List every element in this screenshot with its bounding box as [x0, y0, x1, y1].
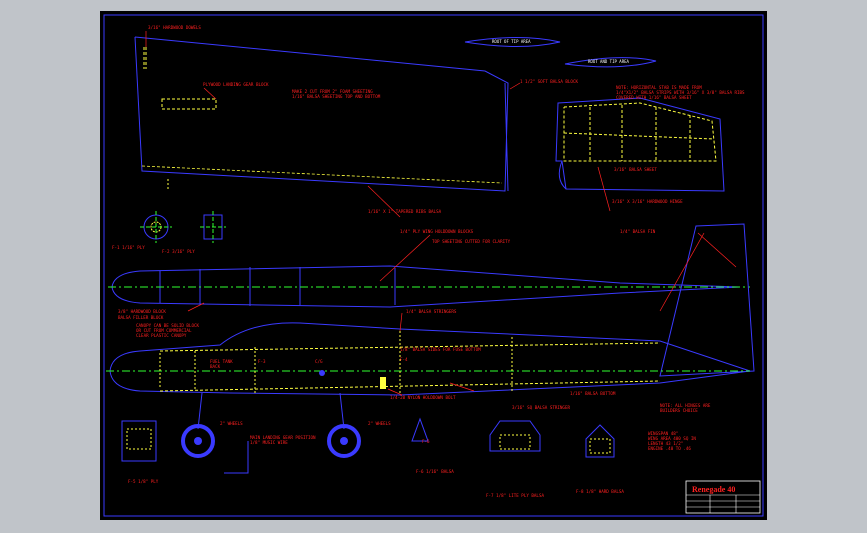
- label-tip-section: ROOT AND TIP AREA: [588, 59, 630, 64]
- label-f8: F-8 1/8" HARD BALSA: [576, 489, 624, 494]
- fuselage-top-view: [108, 265, 750, 308]
- former-row: [121, 417, 615, 462]
- label-root-section: ROOT OF TIP AREA: [492, 39, 531, 44]
- label-sides: 1/8" BALSA SIDES FOR FUSE BOTTOM: [400, 347, 481, 352]
- root-airfoil: [464, 37, 561, 47]
- label-fin: 1/4" BALSA FIN: [620, 229, 656, 234]
- label-hold-blocks: 1/4" PLY WING HOLDDOWN BLOCKS: [400, 229, 474, 234]
- label-f4: F-4: [400, 357, 408, 362]
- drawing-sheet: 3/16" HARDWOOD DOWELS PLYWOOD LANDING GE…: [100, 11, 767, 520]
- title-block-name: Renegade 40: [692, 485, 735, 494]
- label-hardwood-block: 3/8" HARDWOOD BLOCK: [118, 309, 166, 314]
- wing-plan-view: [134, 36, 509, 192]
- sheet-border: [103, 14, 764, 517]
- tip-airfoil: [564, 57, 657, 68]
- label-f5: F-5 1/8" PLY: [128, 479, 159, 484]
- stab-plan-view: [555, 97, 725, 192]
- label-balsa-block: 1 1/2" SOFT BALSA BLOCK: [520, 79, 578, 84]
- label-f1: F-1 1/16" PLY: [112, 245, 145, 250]
- label-f6: F-6 1/16" BALSA: [416, 469, 454, 474]
- label-stab-le: 3/16" BALSA SHEET: [614, 167, 657, 172]
- vertical-fin: [659, 223, 755, 377]
- label-bottom: 1/16" BALSA BOTTOM: [570, 391, 616, 396]
- title-block: Renegade 40: [685, 480, 761, 514]
- fuselage-side-view: [106, 322, 751, 396]
- label-f7: F-7 1/8" LITE PLY BALSA: [486, 493, 544, 498]
- label-wheel2: 2" WHEELS: [368, 421, 391, 426]
- label-f2: F-2 3/16" PLY: [162, 249, 195, 254]
- label-filler: BALSA FILLER BLOCK: [118, 315, 164, 320]
- label-f3: F-3: [258, 359, 266, 364]
- label-wheel: 2" WHEELS: [220, 421, 243, 426]
- leader-lines: [145, 31, 737, 396]
- label-wing-slot: PLYWOOD LANDING GEAR BLOCK: [203, 82, 269, 87]
- former-detail-views: [140, 211, 226, 243]
- label-top-sheeting: TOP SHEETING CUTTED FOR CLARITY: [432, 239, 511, 244]
- cad-drawing: 3/16" HARDWOOD DOWELS PLYWOOD LANDING GE…: [103, 14, 764, 517]
- label-stringers: 1/4" BALSA STRINGERS: [406, 309, 457, 314]
- label-stab-hinge: 3/16" X 3/16" HARDWOOD HINGE: [612, 199, 683, 204]
- label-dowel: 3/16" HARDWOOD DOWELS: [148, 25, 201, 30]
- label-stringer2: 3/16" SQ BALSA STRINGER: [512, 405, 570, 410]
- landing-gear: [181, 392, 361, 474]
- label-f6-tag: F-6: [422, 439, 430, 444]
- label-trailing-edge: 1/16" X 1" TAPERED RIBS BALSA: [368, 209, 442, 214]
- label-bolt: 1/4-20 NYLON HOLDDOWN BOLT: [390, 395, 456, 400]
- label-cg: C/G: [315, 359, 323, 364]
